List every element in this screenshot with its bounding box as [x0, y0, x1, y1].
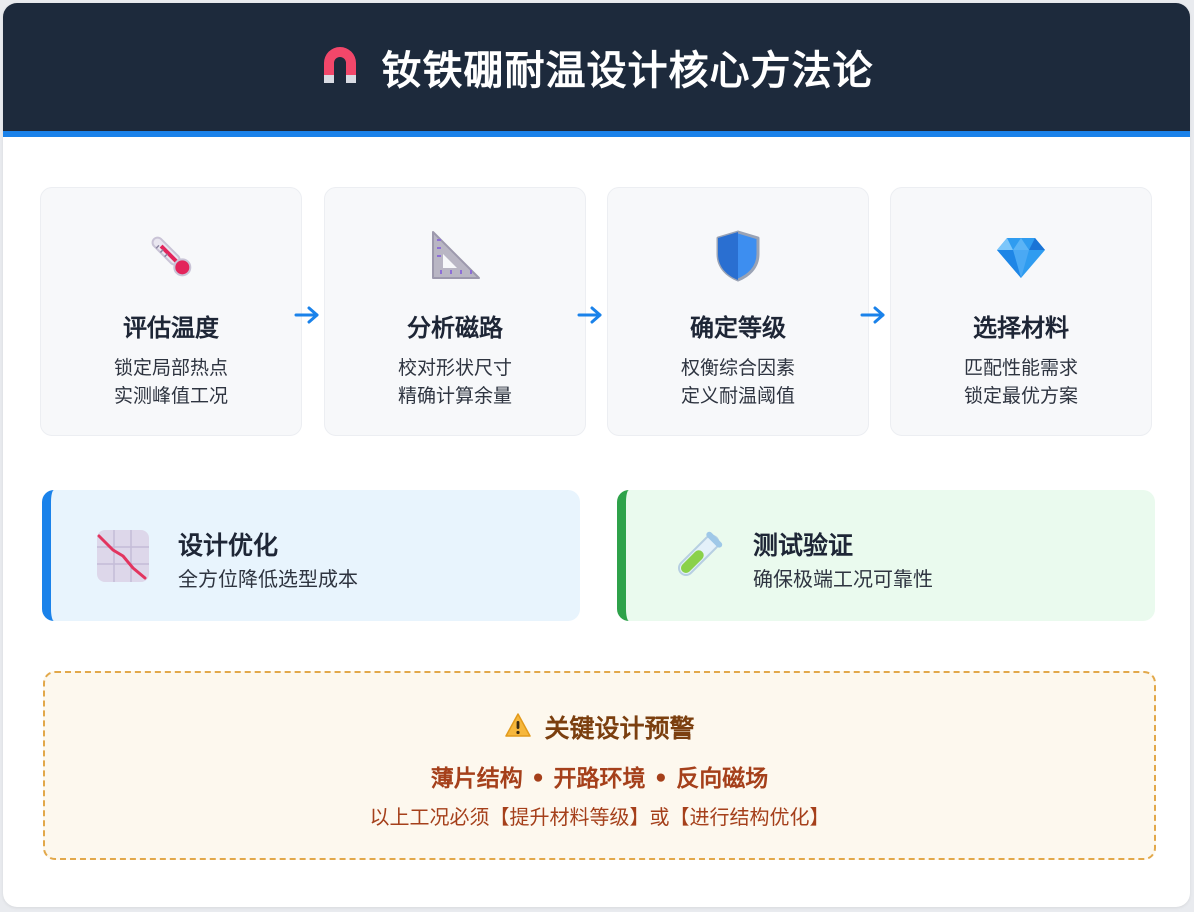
step-analyze-magnetic-circuit: 分析磁路 校对形状尺寸 精确计算余量 — [324, 187, 586, 436]
thermometer-icon — [143, 228, 199, 288]
warning-note: 以上工况必须【提升材料等级】或【进行结构优化】 — [369, 805, 830, 829]
triangle-ruler-icon — [427, 228, 483, 288]
process-steps: 评估温度 锁定局部热点 实测峰值工况 — [40, 187, 1156, 438]
step-description: 校对形状尺寸 精确计算余量 — [397, 357, 512, 407]
feature-title: 设计优化 — [178, 531, 279, 560]
step-title: 评估温度 — [123, 314, 219, 342]
chart-decreasing-icon — [95, 528, 151, 584]
step-determine-grade: 确定等级 权衡综合因素 定义耐温阈值 — [607, 187, 869, 436]
feature-description: 确保极端工况可靠性 — [753, 567, 933, 591]
feature-test-validation: 测试验证 确保极端工况可靠性 — [617, 490, 1155, 621]
step-description: 匹配性能需求 锁定最优方案 — [963, 357, 1078, 407]
warning-title: 关键设计预警 — [544, 714, 695, 743]
feature-description: 全方位降低选型成本 — [178, 567, 358, 591]
page-title: 钕铁硼耐温设计核心方法论 — [381, 48, 874, 94]
step-title: 确定等级 — [690, 314, 786, 342]
step-assess-temperature: 评估温度 锁定局部热点 实测峰值工况 — [40, 187, 302, 436]
step-description: 权衡综合因素 定义耐温阈值 — [680, 357, 795, 407]
feature-title: 测试验证 — [753, 531, 854, 560]
magnet-icon — [320, 45, 360, 89]
arrow-right-icon — [860, 306, 885, 324]
shield-icon — [710, 228, 766, 288]
step-description: 锁定局部热点 实测峰值工况 — [113, 357, 228, 407]
warning-conditions: 薄片结构 • 开路环境 • 反向磁场 — [430, 766, 769, 792]
warning-panel: 关键设计预警 薄片结构 • 开路环境 • 反向磁场 以上工况必须【提升材料等级】… — [43, 671, 1156, 860]
methodology-card: 钕铁硼耐温设计核心方法论 — [3, 3, 1190, 907]
arrow-right-icon — [577, 306, 602, 324]
arrow-right-icon — [294, 306, 319, 324]
header-banner: 钕铁硼耐温设计核心方法论 — [3, 3, 1190, 137]
step-title: 选择材料 — [973, 314, 1069, 342]
warning-icon — [504, 712, 532, 742]
step-select-material: 选择材料 匹配性能需求 锁定最优方案 — [890, 187, 1152, 436]
step-title: 分析磁路 — [407, 314, 503, 342]
feature-design-optimization: 设计优化 全方位降低选型成本 — [42, 490, 580, 621]
test-tube-icon — [670, 528, 726, 584]
gem-icon — [993, 228, 1049, 288]
